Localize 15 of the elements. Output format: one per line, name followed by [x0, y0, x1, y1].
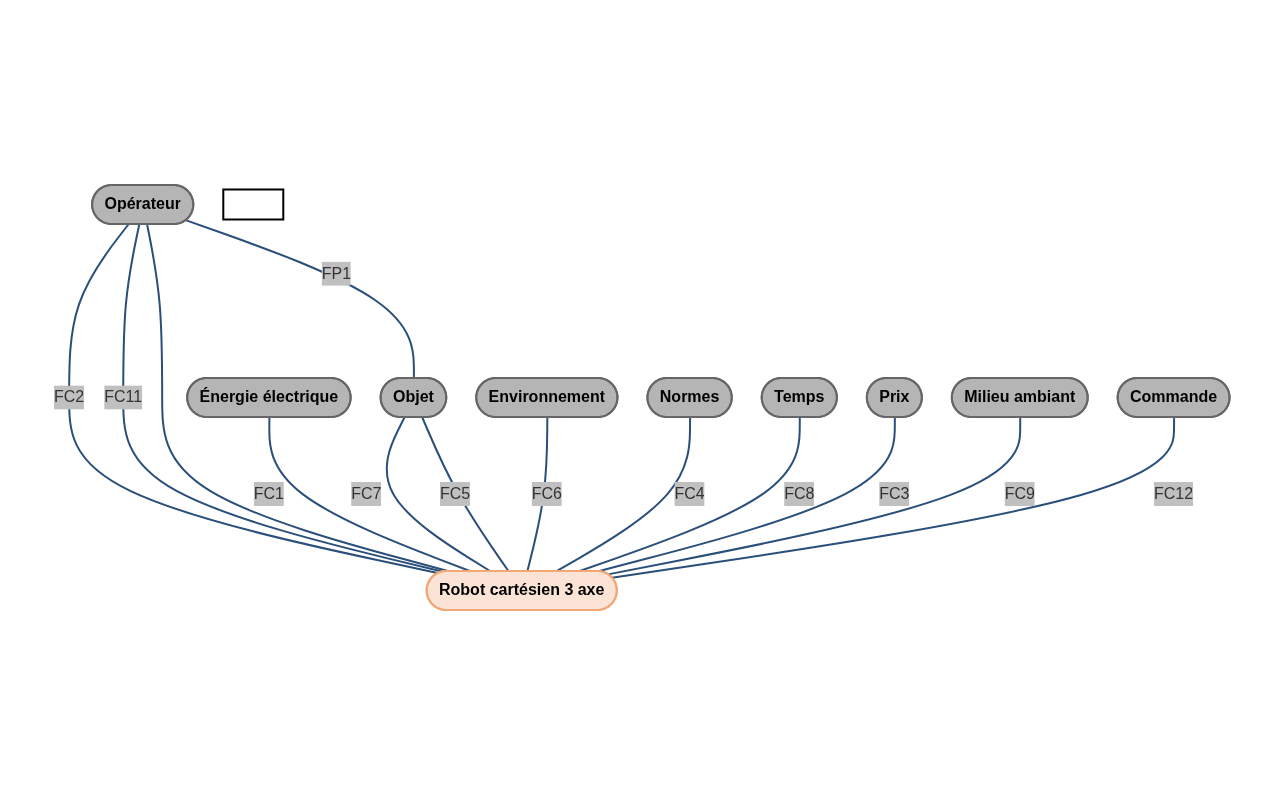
node-box — [222, 188, 285, 221]
connector — [611, 416, 1176, 579]
edge-label: FC6 — [531, 484, 563, 502]
edge-label: FC3 — [879, 484, 910, 502]
edge-label: FC12 — [1154, 484, 1194, 502]
edge-label: FC2 — [54, 388, 85, 406]
edge-label: FC4 — [674, 484, 705, 502]
edge-label: FC11 — [104, 388, 143, 406]
edge-label: FC9 — [1004, 484, 1036, 502]
edge-label: FP1 — [321, 264, 352, 282]
connector — [607, 416, 1022, 576]
edge-label: FC8 — [784, 484, 815, 502]
edge-label: FC1 — [254, 484, 285, 502]
edge-label: FC7 — [351, 484, 382, 502]
edge-label: FC5 — [440, 484, 471, 502]
